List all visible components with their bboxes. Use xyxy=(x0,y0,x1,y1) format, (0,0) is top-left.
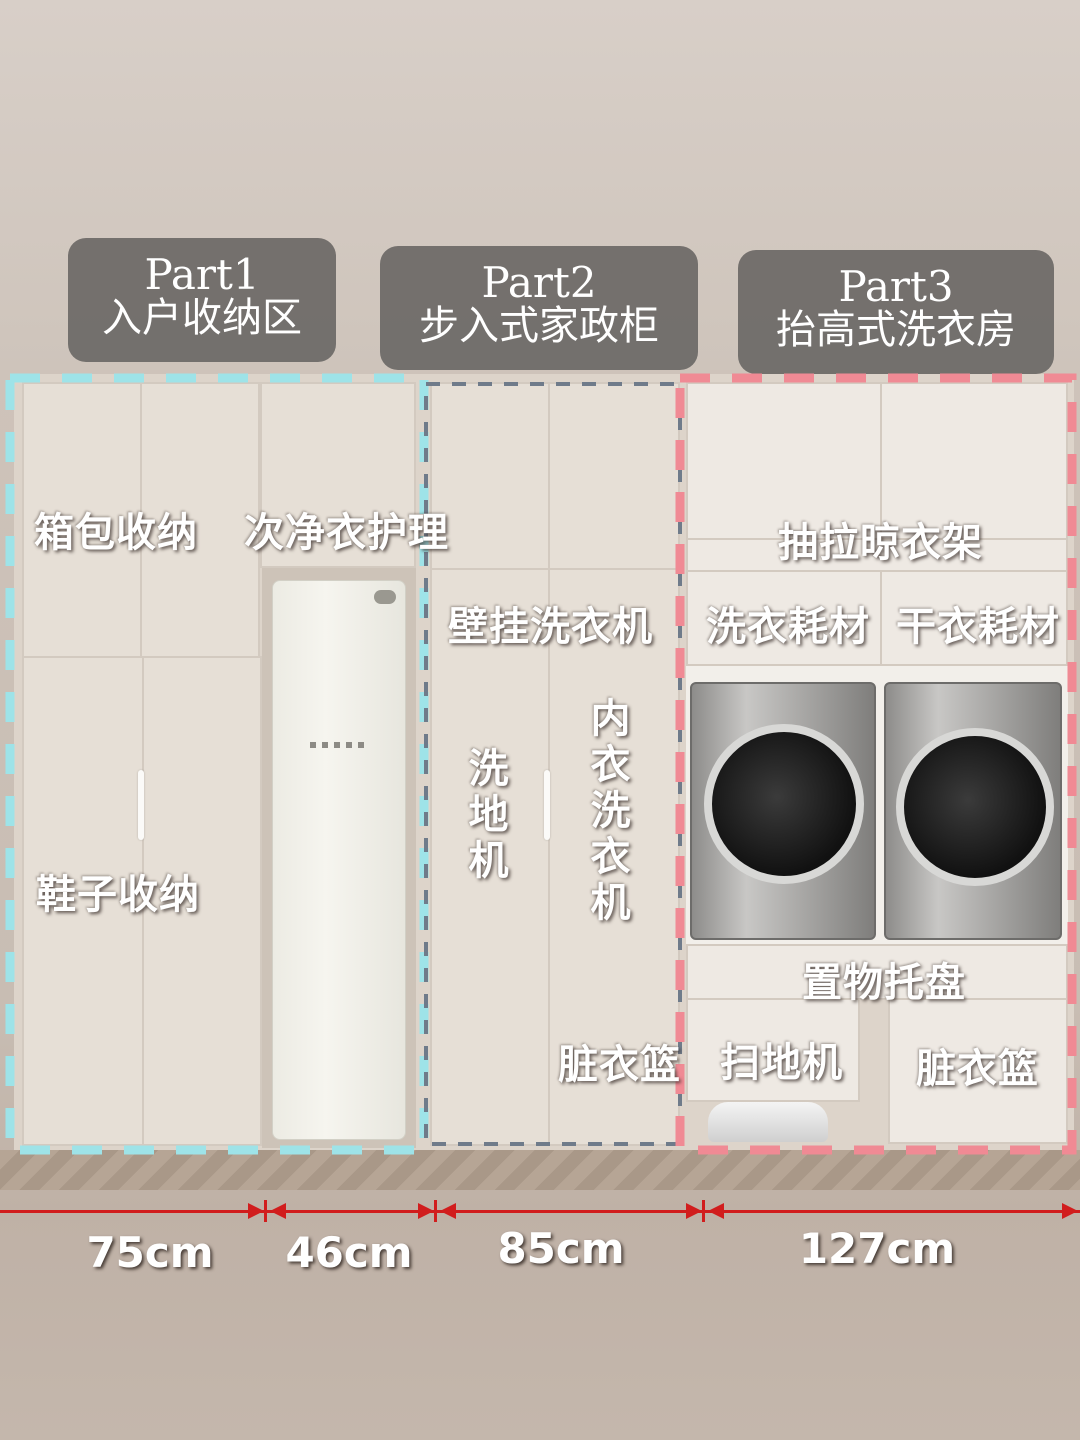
label-wash-supplies: 洗衣耗材 xyxy=(706,604,870,650)
section-title-part1: Part1 入户收纳区 xyxy=(68,238,336,362)
lg-logo-icon xyxy=(374,590,396,604)
label-dry-supplies: 干衣耗材 xyxy=(896,604,1060,650)
dryer-door xyxy=(896,728,1054,886)
door-handle xyxy=(138,770,144,840)
arrow-right-icon xyxy=(418,1203,434,1219)
robot-vacuum-icon xyxy=(708,1102,828,1142)
arrow-right-icon xyxy=(248,1203,264,1219)
part-number: Part3 xyxy=(838,262,954,311)
washer-door xyxy=(704,724,864,884)
steam-closet xyxy=(272,580,406,1140)
arrow-left-icon xyxy=(270,1203,286,1219)
section-title-part2: Part2 步入式家政柜 xyxy=(380,246,698,370)
part-name: 抬高式洗衣房 xyxy=(776,307,1016,354)
label-robot-vacuum: 扫地机 xyxy=(720,1040,843,1086)
dimension-label: 75cm xyxy=(86,1228,214,1277)
part-name: 入户收纳区 xyxy=(102,295,302,342)
door-handle xyxy=(544,770,550,840)
label-floor-washer: 洗地机 xyxy=(468,746,510,884)
label-laundry-basket-2: 脏衣篮 xyxy=(916,1046,1039,1092)
dimension-label: 46cm xyxy=(285,1228,413,1277)
label-shoes: 鞋子收纳 xyxy=(36,872,200,918)
control-panel-icon xyxy=(310,742,370,748)
measure-tick xyxy=(702,1200,705,1222)
part-number: Part2 xyxy=(481,258,597,307)
arrow-left-icon xyxy=(708,1203,724,1219)
label-drying-rack: 抽拉晾衣架 xyxy=(778,520,983,566)
label-wall-washer: 壁挂洗衣机 xyxy=(448,604,653,650)
measure-tick xyxy=(264,1200,267,1222)
arrow-right-icon xyxy=(686,1203,702,1219)
dimension-label: 127cm xyxy=(798,1224,956,1273)
part-number: Part1 xyxy=(144,250,260,299)
cabinet-door xyxy=(548,382,680,570)
part-name: 步入式家政柜 xyxy=(419,303,659,350)
label-semi-clean: 次净衣护理 xyxy=(244,510,449,556)
dimension-label: 85cm xyxy=(497,1224,625,1273)
arrow-left-icon xyxy=(440,1203,456,1219)
label-laundry-basket-1: 脏衣篮 xyxy=(558,1042,681,1088)
measure-tick xyxy=(434,1200,437,1222)
measure-line xyxy=(0,1210,1080,1213)
floor xyxy=(0,1150,1080,1190)
arrow-right-icon xyxy=(1062,1203,1078,1219)
label-tray: 置物托盘 xyxy=(802,960,966,1006)
label-luggage: 箱包收纳 xyxy=(34,510,198,556)
label-underwear-washer: 内衣洗衣机 xyxy=(590,696,632,926)
section-title-part3: Part3 抬高式洗衣房 xyxy=(738,250,1054,374)
